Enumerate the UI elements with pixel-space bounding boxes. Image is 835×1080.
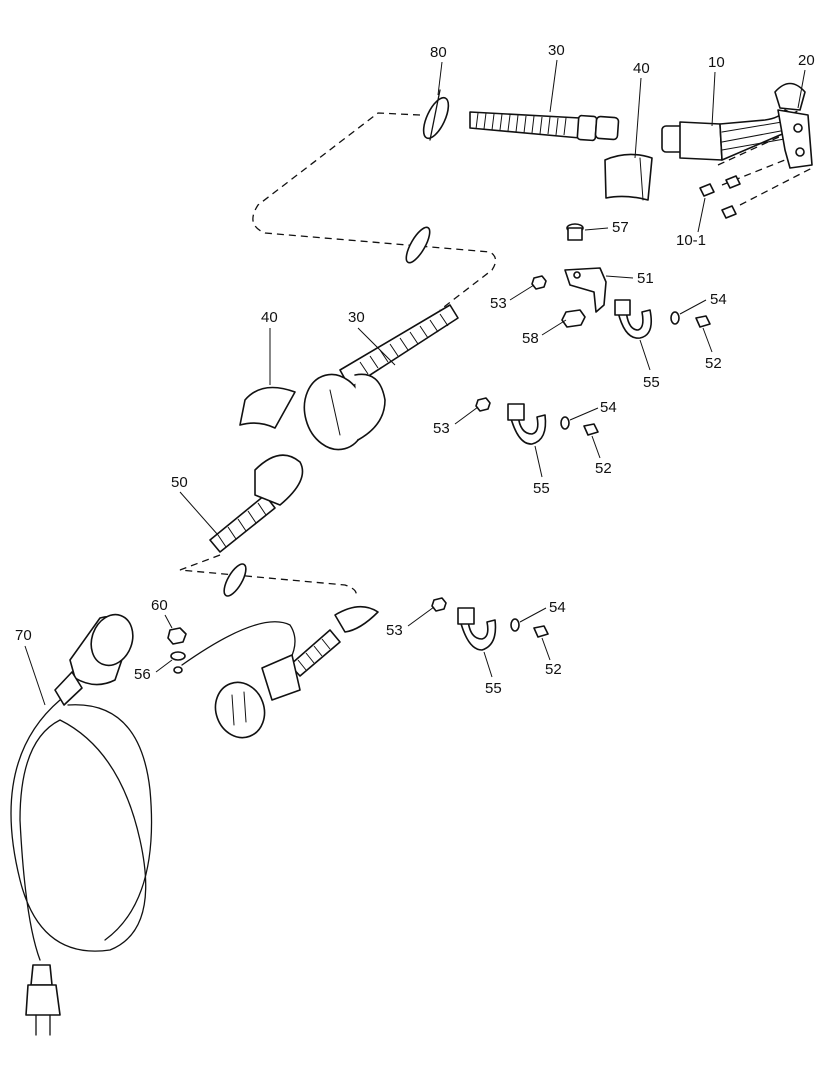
svg-text:80: 80	[430, 44, 447, 61]
svg-text:40: 40	[633, 60, 650, 77]
svg-text:54: 54	[710, 291, 727, 308]
svg-text:54: 54	[549, 599, 566, 616]
callout-55-lower: 55	[483, 651, 502, 697]
flange-20	[774, 82, 813, 169]
callout-40-lower: 40	[261, 309, 278, 385]
callout-53-lower: 53	[386, 606, 435, 639]
bracket-51	[564, 267, 607, 313]
callout-55-middle: 55	[533, 445, 550, 497]
cable-tie-lower	[223, 563, 247, 597]
cable-tie-80	[422, 89, 450, 141]
svg-text:58: 58	[522, 330, 539, 347]
corrugated-hose-50	[209, 454, 304, 553]
svg-text:53: 53	[386, 622, 403, 639]
nut-58	[561, 309, 586, 328]
svg-text:56: 56	[134, 666, 151, 683]
callout-10-1: 10-1	[676, 197, 706, 249]
callout-56: 56	[134, 659, 173, 683]
callout-52-upper: 52	[702, 327, 722, 372]
svg-text:53: 53	[433, 420, 450, 437]
callout-20: 20	[797, 52, 815, 109]
callout-54-lower: 54	[519, 599, 566, 623]
nut-60	[167, 627, 187, 645]
callout-55-upper: 55	[639, 339, 660, 391]
callout-70: 70	[15, 627, 46, 706]
svg-text:51: 51	[637, 270, 654, 287]
callout-60: 60	[151, 597, 173, 629]
svg-text:53: 53	[490, 295, 507, 312]
corrugated-hose-30-lower	[303, 304, 459, 451]
svg-text:30: 30	[348, 309, 365, 326]
cable-tie-plug	[334, 605, 379, 633]
washer-54-upper	[670, 311, 680, 325]
svg-text:10: 10	[708, 54, 725, 71]
svg-text:70: 70	[15, 627, 32, 644]
bolt-57	[566, 223, 584, 241]
svg-text:55: 55	[643, 374, 660, 391]
sleeve-40-upper	[604, 153, 653, 201]
washer-54-lower	[510, 618, 520, 632]
assembly-path-upper	[252, 112, 497, 311]
callout-51: 51	[605, 270, 654, 287]
svg-text:54: 54	[600, 399, 617, 416]
washer-56	[170, 651, 186, 674]
clamp-55-middle	[507, 403, 547, 445]
callout-30-lower: 30	[348, 309, 396, 366]
callout-52-lower: 52	[541, 637, 562, 678]
svg-text:55: 55	[485, 680, 502, 697]
screw-52-upper	[695, 315, 711, 328]
callout-58: 58	[522, 319, 567, 347]
svg-text:20: 20	[798, 52, 815, 69]
callout-52-middle: 52	[591, 435, 612, 477]
connector-body-10	[661, 109, 801, 161]
svg-text:52: 52	[595, 460, 612, 477]
screw-52-middle	[583, 423, 599, 436]
svg-text:55: 55	[533, 480, 550, 497]
sleeve-40-lower	[239, 386, 296, 429]
svg-text:57: 57	[612, 219, 629, 236]
callout-50: 50	[171, 474, 219, 536]
cable-tie-mid	[405, 226, 431, 264]
svg-text:50: 50	[171, 474, 188, 491]
clamp-55-lower	[457, 607, 497, 651]
callout-10: 10	[708, 54, 725, 127]
clamp-55-upper	[614, 299, 653, 339]
extension-cord-70	[10, 613, 153, 1036]
corrugated-hose-30-upper	[469, 111, 620, 142]
callout-53-upper: 53	[490, 284, 535, 312]
callout-57: 57	[584, 219, 629, 236]
assembly-path-lower	[179, 554, 357, 599]
nut-53-middle	[475, 397, 491, 412]
svg-text:52: 52	[545, 661, 562, 678]
washer-54-middle	[560, 416, 570, 430]
nut-53-lower	[431, 597, 447, 612]
callout-53-middle: 53	[433, 406, 479, 437]
plug-assembly	[181, 621, 341, 739]
nut-53-upper	[531, 275, 547, 290]
svg-text:30: 30	[548, 42, 565, 59]
callout-30-upper: 30	[548, 42, 565, 113]
callout-54-middle: 54	[569, 399, 617, 421]
svg-text:40: 40	[261, 309, 278, 326]
svg-text:60: 60	[151, 597, 168, 614]
callout-54-upper: 54	[679, 291, 727, 315]
callout-80: 80	[430, 44, 447, 96]
screw-52-lower	[533, 625, 549, 638]
callout-40-upper: 40	[633, 60, 650, 159]
svg-text:10-1: 10-1	[676, 232, 706, 249]
svg-text:52: 52	[705, 355, 722, 372]
screws-10-1	[699, 175, 741, 219]
